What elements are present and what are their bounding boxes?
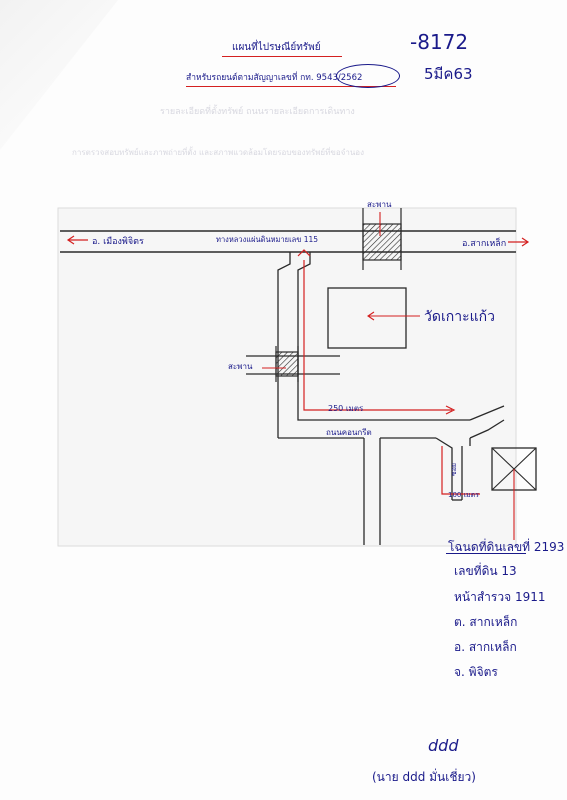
left-direction-label: อ. เมืองพิจิตร [92, 237, 144, 247]
map-frame [57, 207, 517, 547]
map-subtitle: สำหรับรถยนต์ตามสัญญาเลขที่ กท. 9543/2562 [186, 73, 363, 83]
top-bridge-label: สะพาน [367, 200, 392, 209]
title-underline [222, 56, 342, 57]
province: จ. พิจิตร [454, 665, 498, 679]
temple-label: วัดเกาะแก้ว [424, 309, 495, 325]
faint-text-line-1: รายละเอียดที่ตั้งทรัพย์ ถนนรายละเอียดการ… [160, 107, 355, 117]
temple-box [327, 287, 407, 349]
soi-label: ซอย [450, 462, 459, 477]
deed-number: โฉนดที่ดินเลขที่ 2193 [448, 540, 565, 554]
highway-label: ทางหลวงแผ่นดินหมายเลข 115 [216, 235, 319, 244]
distance-100-label: 100 เมตร [448, 491, 479, 499]
highway-115 [60, 230, 516, 253]
distance-250-label: 250 เมตร [328, 404, 364, 413]
top-bridge-posts [362, 208, 402, 270]
signer-name: (นาย ddd มั่นเชี่ยว) [372, 770, 476, 784]
district: อ. สากเหล็ก [454, 640, 517, 654]
contract-number-circle [336, 64, 400, 88]
case-number: -8172 [410, 30, 469, 54]
temple-pointer-head [367, 311, 375, 321]
signature-mark: ddd [428, 736, 459, 755]
deed-underline [446, 553, 526, 554]
route-line [297, 249, 480, 495]
right-arrowhead [521, 237, 530, 247]
record-date: 5มีค63 [424, 65, 473, 83]
left-bridge-label: สะพาน [228, 362, 253, 371]
map-title: แผนที่ไปรษณีย์ทรัพย์ [232, 42, 321, 53]
subdistrict: ต. สากเหล็ก [454, 615, 518, 629]
left-arrowhead [66, 235, 75, 245]
land-number: เลขที่ดิน 13 [454, 564, 517, 578]
right-direction-label: อ.สากเหล็ก [462, 239, 507, 249]
canal-lines [246, 346, 340, 382]
top-bridge [362, 223, 402, 261]
subtitle-underline [186, 86, 396, 87]
faint-text-line-2: การตรวจสอบทรัพย์และภาพถ่ายที่ตั้ง และสภา… [72, 148, 365, 157]
survey-page: หน้าสำรวจ 1911 [454, 590, 546, 604]
village-road-label: ถนนคอนกรีต [326, 428, 372, 437]
